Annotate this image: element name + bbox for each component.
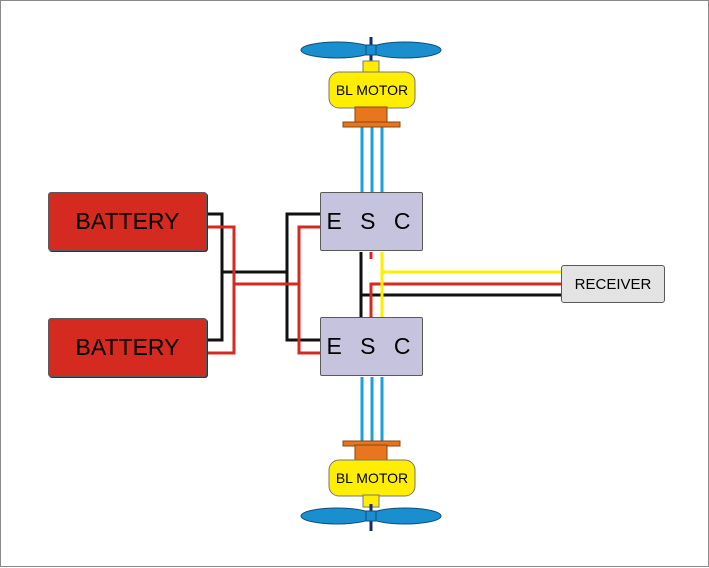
top-motor xyxy=(328,60,416,128)
bottom-motor-phase-wires xyxy=(360,377,384,443)
esc-bottom-label: E S C xyxy=(326,333,417,359)
battery-bottom: BATTERY xyxy=(48,318,207,377)
receiver-label: RECEIVER xyxy=(574,275,652,293)
battery-top: BATTERY xyxy=(48,192,207,251)
battery-bottom-label: BATTERY xyxy=(75,334,180,360)
esc-top-label: E S C xyxy=(326,208,417,234)
top-motor-label: BL MOTOR xyxy=(335,82,409,98)
top-motor-phase-wires xyxy=(360,126,384,192)
top-propeller xyxy=(300,37,442,63)
receiver: RECEIVER xyxy=(561,265,665,303)
battery-top-label: BATTERY xyxy=(75,208,180,234)
positive-wires xyxy=(207,225,561,355)
esc-top: E S C xyxy=(320,192,423,251)
bottom-motor-label: BL MOTOR xyxy=(335,470,409,486)
signal-wires xyxy=(380,252,561,317)
bottom-propeller xyxy=(300,504,442,531)
esc-bottom: E S C xyxy=(320,317,423,376)
bottom-motor xyxy=(328,440,416,508)
